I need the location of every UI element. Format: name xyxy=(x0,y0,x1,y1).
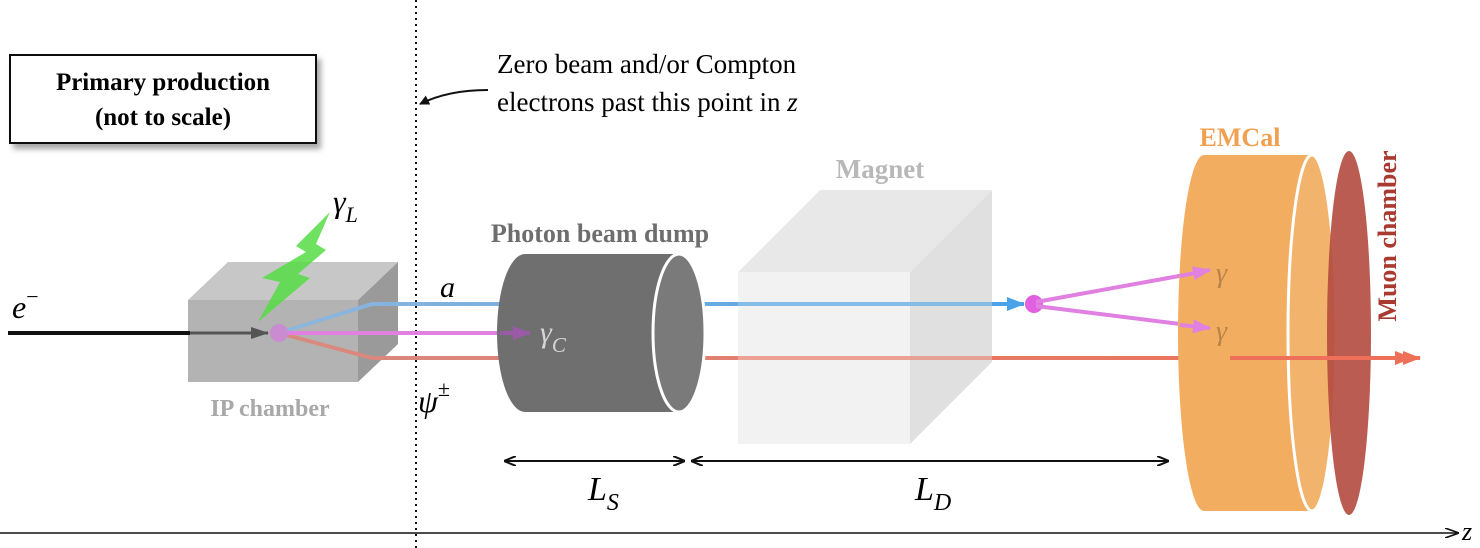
z-axis-label: z xyxy=(1461,517,1472,546)
title-line2: (not to scale) xyxy=(95,104,231,131)
emcal xyxy=(1178,153,1338,513)
photon-dump-label: Photon beam dump xyxy=(491,219,709,248)
gamma-2-label: γ xyxy=(1216,316,1228,347)
ip-vertex xyxy=(270,324,288,342)
ip-chamber-label: IP chamber xyxy=(210,396,330,422)
title-line1: Primary production xyxy=(56,69,270,96)
decay-photon-2-head xyxy=(1179,319,1211,334)
axion-label: a xyxy=(440,271,455,304)
note-arrow xyxy=(419,89,489,105)
psi-label: ψ± xyxy=(418,376,450,419)
laser-photon-label: γL xyxy=(333,183,358,227)
muon-chamber xyxy=(1327,151,1371,515)
emcal-label: EMCal xyxy=(1200,123,1281,152)
muon-chamber-label: Muon chamber xyxy=(1373,150,1402,321)
decay-vertex xyxy=(1025,295,1043,313)
magnet xyxy=(738,190,992,444)
ls-label: LS xyxy=(587,471,619,516)
ld-label: LD xyxy=(914,471,951,516)
psi-track xyxy=(278,331,1413,365)
magnet-label: Magnet xyxy=(836,154,924,184)
laser-bolt-icon xyxy=(258,212,330,322)
decay-photon-1-head xyxy=(1179,266,1211,281)
title-box: Primary production (not to scale) xyxy=(9,54,317,144)
note-line1: Zero beam and/or Compton xyxy=(497,49,797,79)
electron-label: e− xyxy=(12,284,39,325)
note-line2: electrons past this point in z xyxy=(497,87,798,117)
gamma-1-label: γ xyxy=(1216,258,1228,289)
compton-photon-label: γC xyxy=(540,316,567,357)
